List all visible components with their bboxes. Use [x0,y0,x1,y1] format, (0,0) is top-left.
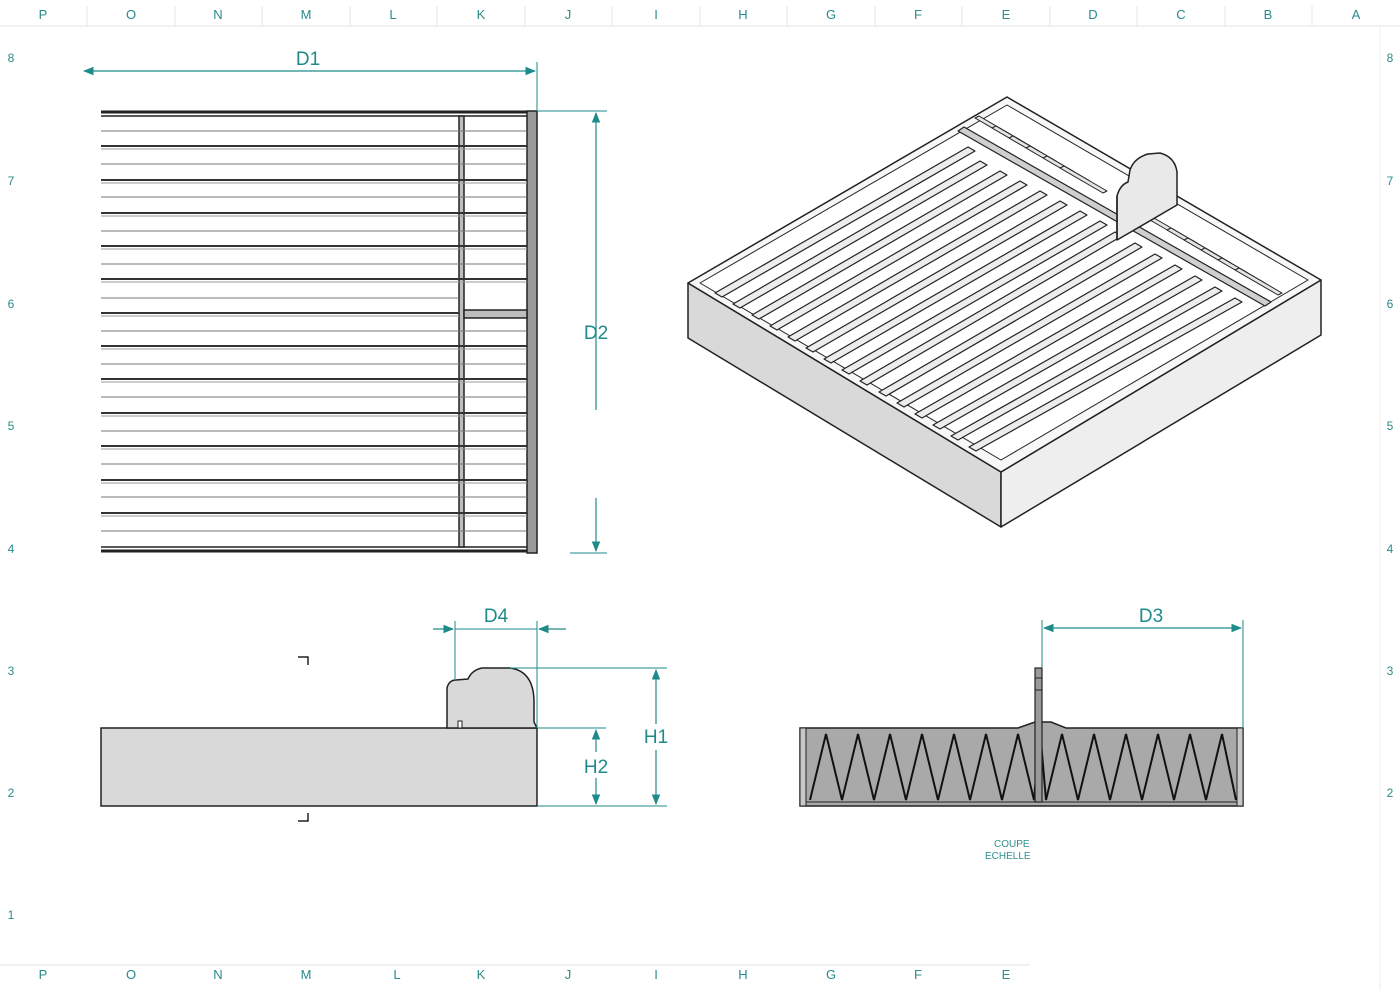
grid-col-label: N [213,967,222,982]
isometric-view [687,96,1322,528]
grid-row-label: 7 [1387,174,1394,188]
grid-col-label: M [301,7,312,22]
front-view [100,656,539,822]
grid-col-label: F [914,7,922,22]
grid-col-label: M [301,967,312,982]
grid-row-label: 4 [8,542,15,556]
iso-handle-tab [1116,152,1178,241]
grid-col-label: J [565,7,572,22]
front-view-body [100,727,538,807]
top-view-outer-frame [101,110,538,554]
section-zigzag-slats [809,729,1237,801]
grid-row-label: 6 [1387,297,1394,311]
grid-col-label: O [126,967,136,982]
grid-row-label: 1 [8,908,15,922]
grid-col-label: F [914,967,922,982]
grid-col-label: N [213,7,222,22]
grid-row-label: 7 [8,174,15,188]
grid-col-label: O [126,7,136,22]
grid-col-label: A [1352,7,1361,22]
grid-col-label: E [1002,967,1011,982]
top-view-slats [101,130,527,532]
grid-row-label: 3 [1387,664,1394,678]
grid-col-label: L [393,967,400,982]
dimension-label-d3: D3 [1139,606,1163,627]
grid-col-label: L [389,7,396,22]
grid-col-label: I [654,7,658,22]
grid-col-label: B [1264,7,1273,22]
grid-col-label: I [654,967,658,982]
drawing-frame [0,6,1400,990]
grid-col-label: H [738,967,747,982]
grid-row-label: 8 [1387,51,1394,65]
grid-rows-left: 8 7 6 5 4 3 2 1 [8,51,15,922]
section-notes: COUPE ECHELLE [985,839,1031,862]
front-view-handle [446,667,539,729]
grid-row-label: 8 [8,51,15,65]
column-divider-ticks [86,6,1313,26]
grid-col-label: P [39,967,48,982]
grid-columns-top: P O N M L K J I H G F E D C B A [39,7,1361,22]
iso-short-slats [974,115,1283,296]
grid-row-label: 5 [1387,419,1394,433]
section-mark-top [298,656,309,665]
grid-col-label: K [477,7,486,22]
dimension-d1: D1 [82,49,538,111]
grid-col-label: K [477,967,486,982]
grid-row-label: 4 [1387,542,1394,556]
grid-col-label: E [1002,7,1011,22]
dimension-d2: D2 [537,110,608,554]
dimension-label-d1: D1 [296,49,320,70]
grid-col-label: D [1088,7,1097,22]
section-mark-bottom [298,813,309,822]
grid-row-label: 3 [8,664,15,678]
iso-long-slats [714,146,1243,452]
dimension-h1: H1 [510,667,668,807]
dimension-d4: D4 [433,606,566,728]
dimension-label-h1: H1 [644,727,668,748]
grid-col-label: P [39,7,48,22]
scale-label: ECHELLE [985,851,1031,862]
section-handle [1034,667,1043,803]
grid-col-label: C [1176,7,1185,22]
iso-cross-divider [957,126,1272,307]
grid-row-label: 6 [8,297,15,311]
dimension-label-d2: D2 [584,323,608,344]
section-label: COUPE [994,839,1030,850]
grid-row-label: 2 [8,786,15,800]
dimension-h2: H2 [537,727,608,806]
grid-rows-right: 8 7 6 5 4 3 2 [1387,51,1394,800]
section-view [799,667,1244,807]
grid-col-label: G [826,967,836,982]
dimension-label-d4: D4 [484,606,509,627]
grid-col-label: H [738,7,747,22]
dimension-d3: D3 [1041,606,1244,728]
grid-col-label: J [565,967,572,982]
grid-columns-bottom: P O N M L K J I H G F E [39,967,1011,982]
dimension-label-h2: H2 [584,757,608,778]
grid-row-label: 2 [1387,786,1394,800]
top-view [101,110,538,554]
grid-row-label: 5 [8,419,15,433]
section-body [799,721,1244,807]
grid-col-label: G [826,7,836,22]
